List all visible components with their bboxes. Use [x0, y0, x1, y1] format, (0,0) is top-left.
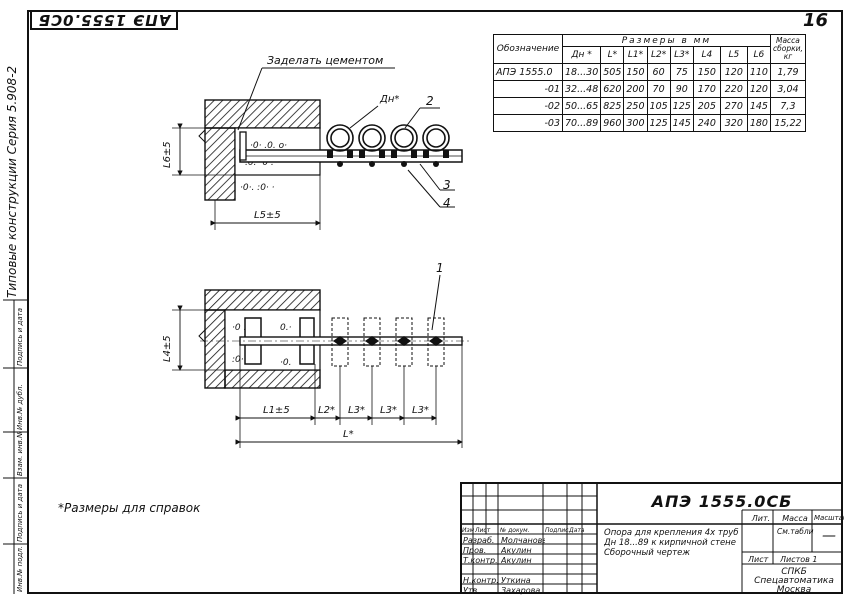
col-header-change: Изм	[462, 527, 475, 534]
dim-l1: L1±5	[263, 405, 290, 416]
table-cell: 7,3	[769, 97, 806, 115]
table-cell: 145	[669, 114, 694, 132]
table-header-designation: Обозначение	[493, 34, 563, 64]
drawing-frame	[27, 10, 843, 594]
org-line-1: СПКБ	[781, 567, 807, 577]
callout-2: 2	[426, 94, 434, 108]
sheets-label: Листов 1	[780, 555, 818, 564]
svg-text:·0 .·: ·0 .·	[232, 323, 249, 333]
lit-header: Лит.	[751, 514, 771, 523]
name-approver: Захарова	[501, 586, 541, 595]
name-norm-control: Уткина	[501, 576, 531, 585]
mass-header: Масса	[782, 514, 808, 523]
dn-label: Дн*	[380, 94, 400, 105]
col-header-doc: № докум.	[500, 527, 530, 534]
reference-note: *Размеры для справок	[58, 501, 201, 515]
title-block-grid	[460, 482, 843, 594]
name-tech-control: Акулин	[501, 556, 532, 565]
table-cell: 240	[692, 114, 721, 132]
table-row: АПЭ 1555.0 18...30 505 150 60 75 150 120…	[493, 63, 806, 81]
role-tech-control: Т.контр.	[463, 556, 498, 565]
table-cell: 300	[623, 114, 648, 132]
callout-1: 1	[436, 261, 444, 275]
svg-text:·0.: ·0.	[280, 358, 291, 368]
dim-l2: L2*	[318, 405, 335, 416]
sheet-label: Лист	[748, 555, 769, 564]
col-header-sign: Подпись	[545, 527, 569, 534]
dim-l4: L4±5	[162, 335, 173, 362]
svg-text:·0· .0. o·: ·0· .0. o·	[250, 141, 287, 151]
sheet-number: 16	[802, 10, 828, 31]
plan-view-bottom: ·0 .· 0.· :0· ·0.	[172, 274, 470, 448]
mass-value: См.таблицу	[777, 527, 814, 536]
dim-l3-b: L3*	[380, 405, 397, 416]
cement-label: Заделать цементом	[267, 54, 384, 67]
table-row: -03 70...89 960 300 125 145 240 320 180 …	[493, 114, 806, 132]
title-block: АПЭ 1555.0СБ Опора для крепления 4х труб…	[460, 482, 844, 595]
title-doc-code: АПЭ 1555.0СБ	[651, 492, 793, 511]
dim-l-total: L*	[343, 429, 354, 440]
title-description: Опора для крепления 4х труб Дн 18...89 к…	[604, 528, 739, 558]
scale-header: Масштаб	[814, 514, 844, 522]
role-norm-control: Н.контр.	[463, 576, 499, 585]
svg-text::0·: :0·	[232, 355, 244, 365]
dimensions-table: Обозначение Размеры в мм Масса сборки, к…	[493, 34, 806, 132]
table-cell: 90	[669, 80, 694, 98]
org-line-2: Спецавтоматика	[754, 576, 834, 586]
table-cell: 180	[746, 114, 771, 132]
svg-text:·0·. :0· ·: ·0·. :0· ·	[240, 183, 275, 193]
col-header-date: Дата	[569, 527, 584, 534]
org-line-3: Москва	[776, 585, 812, 595]
dim-l3-c: L3*	[412, 405, 429, 416]
name-checker: Акулин	[501, 546, 532, 555]
table-cell: 70...89	[561, 114, 602, 132]
role-developer: Разраб.	[463, 536, 495, 545]
table-cell: 15,22	[769, 114, 806, 132]
dim-l6: L6±5	[162, 141, 173, 168]
section-view-top: ·0· .0. o· .0: ·0 .· ·0·. :0· ·	[172, 67, 463, 230]
dim-l5: L5±5	[254, 210, 281, 221]
role-approver: Утв.	[463, 586, 480, 595]
role-checker: Пров.	[463, 546, 487, 555]
callout-4: 4	[443, 196, 451, 210]
dim-l3-a: L3*	[348, 405, 365, 416]
table-header-mass: Масса сборки, кг	[769, 34, 806, 64]
name-developer: Молчанова	[501, 536, 545, 545]
callout-3: 3	[443, 178, 451, 192]
col-header-sheet: Лист	[475, 527, 491, 534]
scale-value: —	[822, 528, 836, 544]
svg-text:.0: ·0 .·: .0: ·0 .·	[245, 158, 277, 168]
svg-text:0.·: 0.·	[280, 323, 292, 333]
